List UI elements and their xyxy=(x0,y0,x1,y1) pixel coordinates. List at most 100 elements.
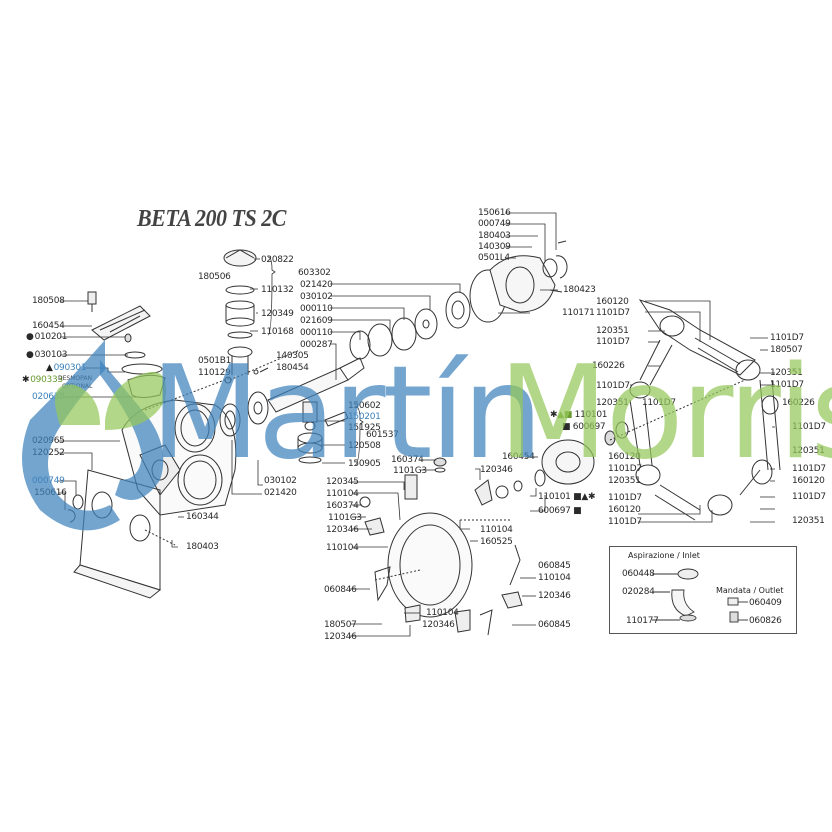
part-label: 120351 xyxy=(792,446,825,456)
part-label: 160120 xyxy=(596,297,629,307)
part-label: 120346 xyxy=(326,525,359,535)
square-symbol-icon: ■ xyxy=(573,492,582,502)
part-label: 120252 xyxy=(32,448,65,458)
part-label: 120508 xyxy=(348,441,381,451)
square-symbol-icon: ■ xyxy=(573,506,582,516)
part-label: 000287 xyxy=(300,340,333,350)
part-label: 110104 xyxy=(326,489,359,499)
part-label: 030102 xyxy=(300,292,333,302)
part-label: 150201 xyxy=(348,412,381,422)
part-label: 603302 xyxy=(298,268,331,278)
part-label: ▲090301 xyxy=(46,363,87,373)
part-label: 120351 xyxy=(770,368,803,378)
square-symbol-icon: ■ xyxy=(562,422,571,432)
part-label: 110104 xyxy=(538,573,571,583)
part-label: 150616 xyxy=(478,208,511,218)
circle-symbol-icon: ● xyxy=(26,350,34,360)
part-label: 110132 xyxy=(261,285,294,295)
part-label: 180403 xyxy=(186,542,219,552)
part-label: 030102 xyxy=(264,476,297,486)
inlet-title: Aspirazione / Inlet xyxy=(628,551,700,560)
part-label: 021420 xyxy=(300,280,333,290)
triangle-symbol-icon: ▲ xyxy=(557,410,564,420)
part-label: 0501L4 xyxy=(478,253,510,263)
part-label: 120346 xyxy=(538,591,571,601)
part-label: 120351 xyxy=(596,326,629,336)
part-label: 160454 xyxy=(32,321,65,331)
part-label: 160226 xyxy=(592,361,625,371)
part-label: 150905 xyxy=(348,459,381,469)
part-label: 1101G3 xyxy=(393,466,427,476)
part-label: 000749 xyxy=(32,476,65,486)
part-label: 160374 xyxy=(391,455,424,465)
star-symbol-icon: ✱ xyxy=(550,410,558,420)
part-label: 180506 xyxy=(198,272,231,282)
accumulator-housing-icon xyxy=(87,291,166,398)
part-label: 020965 xyxy=(32,436,65,446)
star-symbol-icon: ✱ xyxy=(587,492,596,502)
part-label: ■ 600697 xyxy=(562,422,606,432)
part-label: 120351 xyxy=(792,516,825,526)
part-label: 000110 xyxy=(300,304,333,314)
gearbox-housing-icon xyxy=(121,399,237,516)
part-label: 1101D7 xyxy=(608,464,642,474)
outlet-title: Mandata / Outlet xyxy=(716,586,784,595)
part-label: 1101D7 xyxy=(608,493,642,503)
part-label: 1101D7 xyxy=(596,337,630,347)
part-label: 160120 xyxy=(608,505,641,515)
star-symbol-icon: ✱ xyxy=(22,375,30,385)
part-label: 021420 xyxy=(264,488,297,498)
part-label: 160454 xyxy=(502,452,535,462)
part-label: 180423 xyxy=(563,285,596,295)
part-label: 140305 xyxy=(276,351,309,361)
part-label: 160120 xyxy=(608,452,641,462)
part-label: 601537 xyxy=(366,430,399,440)
part-label: 180508 xyxy=(32,296,65,306)
part-label: 160374 xyxy=(326,501,359,511)
part-label: 0501B1 xyxy=(198,356,232,366)
part-label: 020638 xyxy=(32,392,65,402)
part-label: ✱▲■ 110101 xyxy=(550,410,608,420)
part-label: ●030103 xyxy=(26,350,68,360)
part-label: 160525 xyxy=(480,537,513,547)
part-label: ●010201 xyxy=(26,332,68,342)
part-label: ✱090333 xyxy=(22,375,63,385)
part-label: 110104 xyxy=(426,608,459,618)
part-label: 1101D7 xyxy=(596,308,630,318)
triangle-symbol-icon: ▲ xyxy=(46,363,53,373)
part-label: 180507 xyxy=(770,345,803,355)
part-label: 120349 xyxy=(261,309,294,319)
diagram-title: BETA 200 TS 2C xyxy=(137,204,286,232)
part-label: 120346 xyxy=(324,632,357,642)
part-label: 110171 xyxy=(562,308,595,318)
desmopan-note: DESMOPAN xyxy=(58,375,92,382)
part-label: 1101D7 xyxy=(642,398,676,408)
part-label: 1101D7 xyxy=(596,381,630,391)
optional-note: OPTIONAL xyxy=(62,383,93,390)
part-label: 060845 xyxy=(538,620,571,630)
part-label: 110177 xyxy=(626,616,659,626)
part-label: 160344 xyxy=(186,512,219,522)
part-label: 000110 xyxy=(300,328,333,338)
triangle-symbol-icon: ▲ xyxy=(581,492,588,502)
part-label: 120351 xyxy=(608,476,641,486)
part-label: 1101D7 xyxy=(770,380,804,390)
square-symbol-icon: ■ xyxy=(563,410,573,420)
part-label: 180507 xyxy=(324,620,357,630)
part-label: 140309 xyxy=(478,242,511,252)
part-label: 150602 xyxy=(348,401,381,411)
part-label: 000749 xyxy=(478,219,511,229)
part-label: 1101D7 xyxy=(792,492,826,502)
part-label: 120351 xyxy=(596,398,629,408)
part-label: 021609 xyxy=(300,316,333,326)
part-label: 110129 xyxy=(198,368,231,378)
part-label: 060448 xyxy=(622,569,655,579)
part-label: 160120 xyxy=(792,476,825,486)
part-label: 120345 xyxy=(326,477,359,487)
part-label: 110104 xyxy=(326,543,359,553)
part-label: 160226 xyxy=(782,398,815,408)
circle-symbol-icon: ● xyxy=(26,332,34,342)
part-label: 060846 xyxy=(324,585,357,595)
